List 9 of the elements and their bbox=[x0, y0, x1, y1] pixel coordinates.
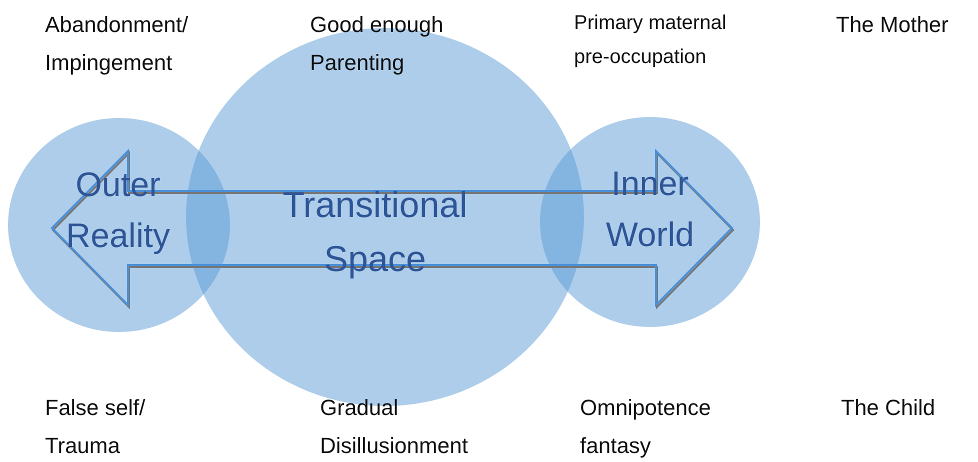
annotation-text: Abandonment/ Impingement bbox=[45, 11, 190, 77]
annotation-text: The Mother bbox=[836, 11, 950, 39]
annotation-text: Good enough Parenting bbox=[310, 11, 444, 77]
annotation-text: Omnipotence fantasy bbox=[580, 394, 712, 460]
annotation-text: False self/ Trauma bbox=[45, 394, 146, 460]
double-arrow bbox=[50, 148, 734, 308]
annotation-text: Gradual Disillusionment bbox=[320, 394, 469, 460]
annotation-text: Primary maternal pre-occupation bbox=[574, 11, 728, 70]
annotation-text: The Child bbox=[841, 394, 936, 422]
